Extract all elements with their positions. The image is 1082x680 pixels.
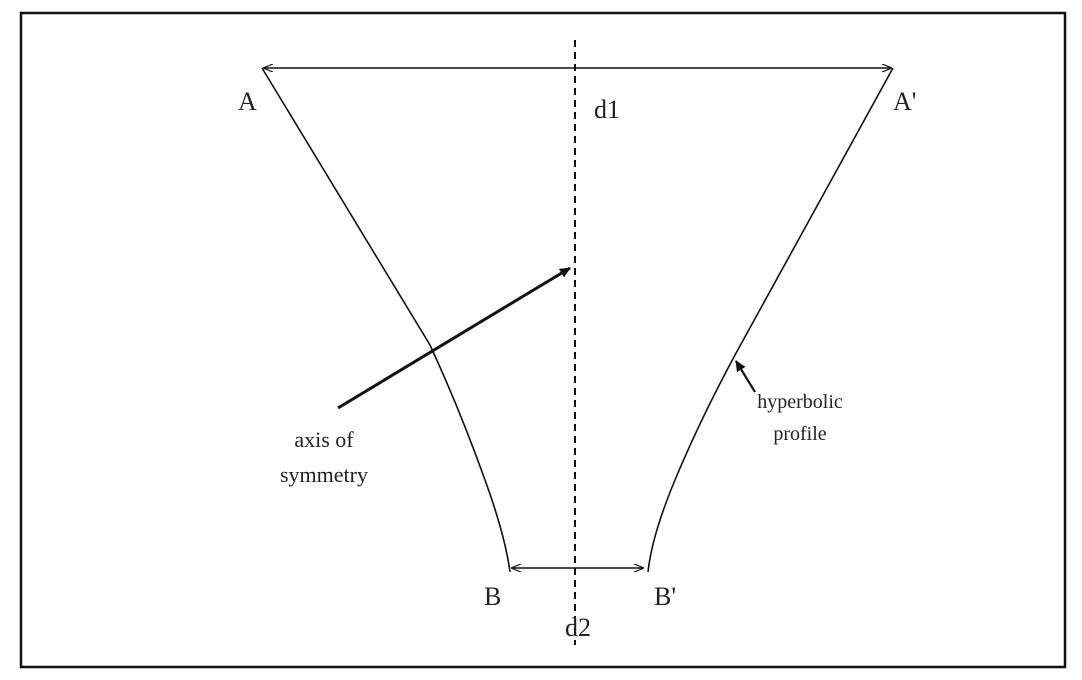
label-d1: d1 [594,95,620,124]
axis-label-line1: axis of [294,427,354,452]
right-hyperbolic-profile [647,67,894,573]
label-point-b-prime: B' [654,582,676,611]
label-point-b: B [484,582,501,611]
label-point-a-prime: A' [893,87,916,116]
profile-label-line1: hyperbolic [757,391,843,413]
label-d2: d2 [565,613,591,642]
profile-label-line2: profile [773,423,826,445]
axis-label-line2: symmetry [280,462,368,487]
left-hyperbolic-profile [261,67,511,573]
label-point-a: A [238,87,257,116]
profile-leader-arrow [735,360,756,393]
frame-border [19,11,1067,669]
axis-leader-arrow [337,266,571,410]
